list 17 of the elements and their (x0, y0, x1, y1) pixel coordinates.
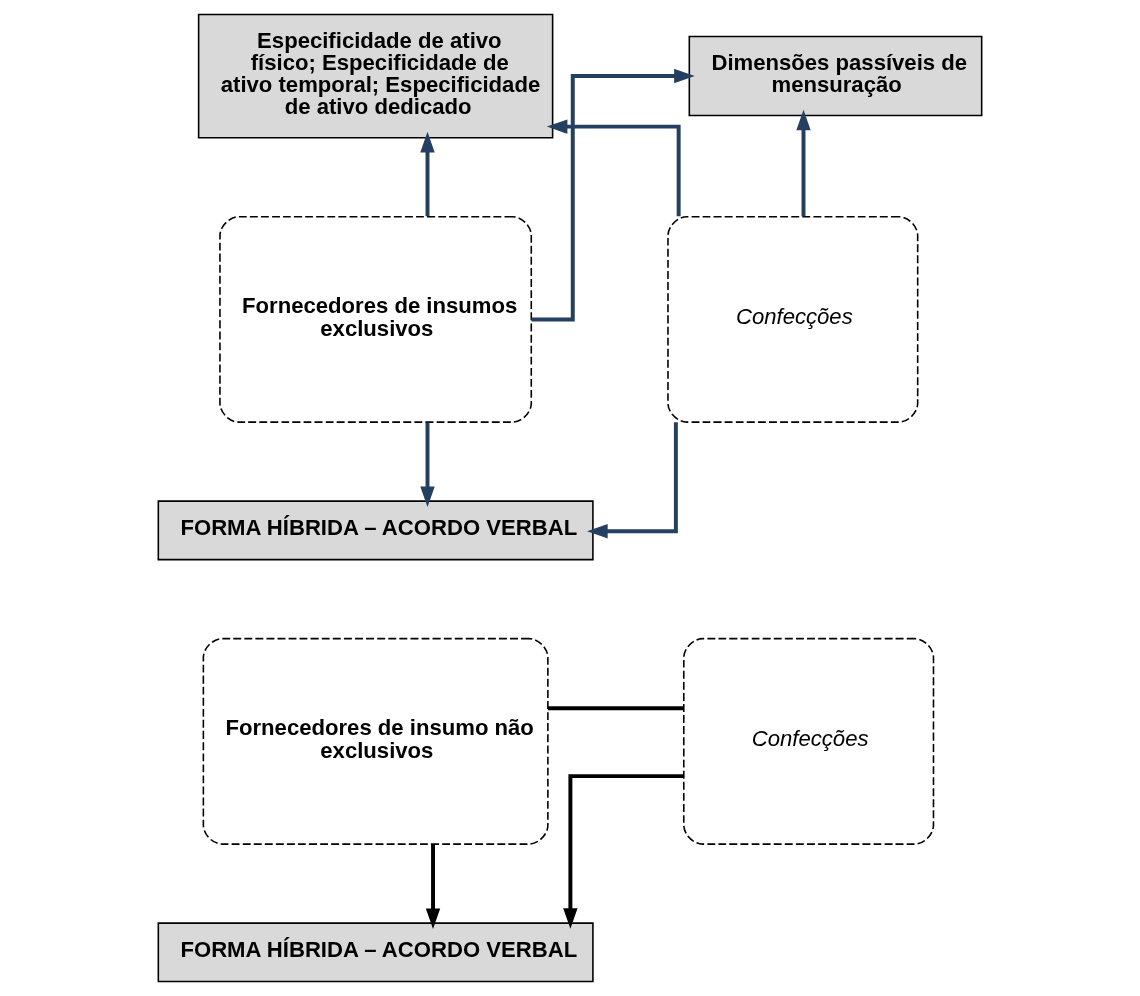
arrow (420, 131, 435, 217)
arrow (796, 109, 811, 217)
node-box: Fornecedores de insumos exclusivos (219, 215, 533, 423)
node-box: FORMA HÍBRIDA – ACORDO VERBAL (157, 922, 594, 983)
arrow (546, 119, 681, 217)
node-box: Confecções (667, 215, 919, 423)
node-box: Especificidade de ativo físico; Especificidade de ativo temporal; Especificidade de ativo dedicado (197, 13, 554, 139)
arrow (425, 844, 441, 930)
node-box: Fornecedores de insumo não exclusivos (202, 637, 549, 845)
arrow (587, 422, 678, 539)
node-box: FORMA HÍBRIDA – ACORDO VERBAL (157, 500, 594, 561)
node-box: Confecções (683, 637, 935, 845)
arrow (531, 68, 695, 322)
node-box: Dimensões passíveis de mensuração (688, 35, 983, 117)
arrow (420, 422, 435, 508)
arrow (563, 774, 684, 929)
connector (548, 706, 684, 711)
